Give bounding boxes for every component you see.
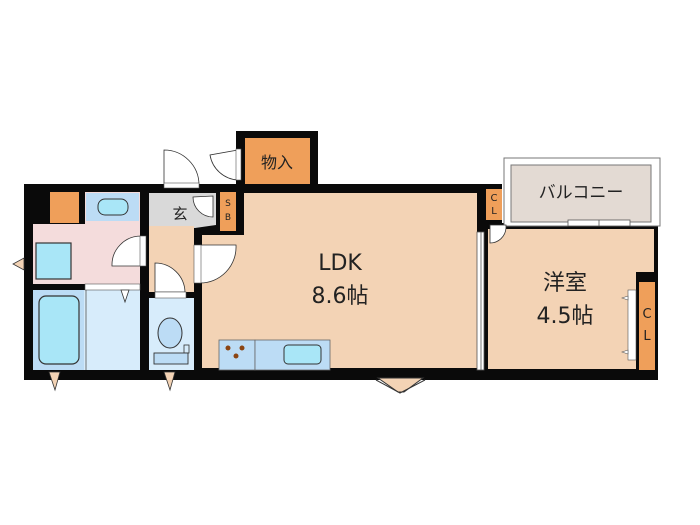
balcony-label: バルコニー bbox=[539, 183, 624, 203]
sliding-door-icon bbox=[476, 231, 485, 371]
washroom bbox=[33, 192, 147, 284]
stove-burner-icon bbox=[225, 345, 231, 351]
bay-window-icon bbox=[375, 377, 426, 394]
window-icon bbox=[12, 257, 25, 271]
closet-large: C L bbox=[621, 282, 655, 370]
shoe-box: S B bbox=[220, 192, 236, 231]
washing-machine-icon bbox=[35, 242, 72, 280]
door-swing-icon bbox=[489, 224, 507, 244]
closet-small-l: L bbox=[491, 206, 497, 217]
western-room-name: 洋室 bbox=[543, 271, 587, 296]
closet-small-c: C bbox=[491, 193, 498, 204]
entrance-label: 玄 bbox=[172, 205, 187, 223]
balcony-window-icon bbox=[567, 219, 631, 227]
balcony: バルコニー bbox=[503, 157, 661, 227]
bathroom bbox=[33, 283, 141, 370]
toilet-room bbox=[149, 262, 194, 370]
closet-small: C L bbox=[486, 189, 502, 220]
bathtub-icon bbox=[38, 295, 80, 365]
ldk-size: 8.6帖 bbox=[312, 284, 369, 309]
storage-room: 物入 bbox=[245, 138, 310, 184]
kitchen-counter bbox=[218, 339, 331, 371]
western-room-size: 4.5帖 bbox=[537, 304, 594, 329]
door-swing-icon bbox=[192, 195, 214, 218]
front-door-icon bbox=[163, 149, 200, 186]
shoe-box-b: B bbox=[225, 213, 231, 223]
stove-burner-icon bbox=[233, 353, 239, 359]
window-icon bbox=[163, 371, 176, 392]
storage-label: 物入 bbox=[261, 153, 293, 172]
door-swing-icon bbox=[199, 244, 237, 284]
window-markers bbox=[12, 257, 176, 392]
closet-large-c: C bbox=[642, 307, 651, 322]
entrance: 玄 bbox=[149, 193, 216, 228]
toilet-icon bbox=[157, 317, 183, 349]
shoe-box-s: S bbox=[225, 199, 231, 209]
ldk-name: LDK bbox=[318, 251, 362, 276]
stove-burner-icon bbox=[239, 345, 245, 351]
door-swing-icon bbox=[209, 149, 239, 181]
door-swing-icon bbox=[111, 235, 142, 267]
ldk-room: LDK 8.6帖 bbox=[202, 193, 477, 368]
sink-icon bbox=[283, 344, 322, 365]
wash-basin-icon bbox=[97, 198, 129, 216]
window-icon bbox=[48, 371, 61, 392]
closet-large-l: L bbox=[643, 329, 651, 344]
